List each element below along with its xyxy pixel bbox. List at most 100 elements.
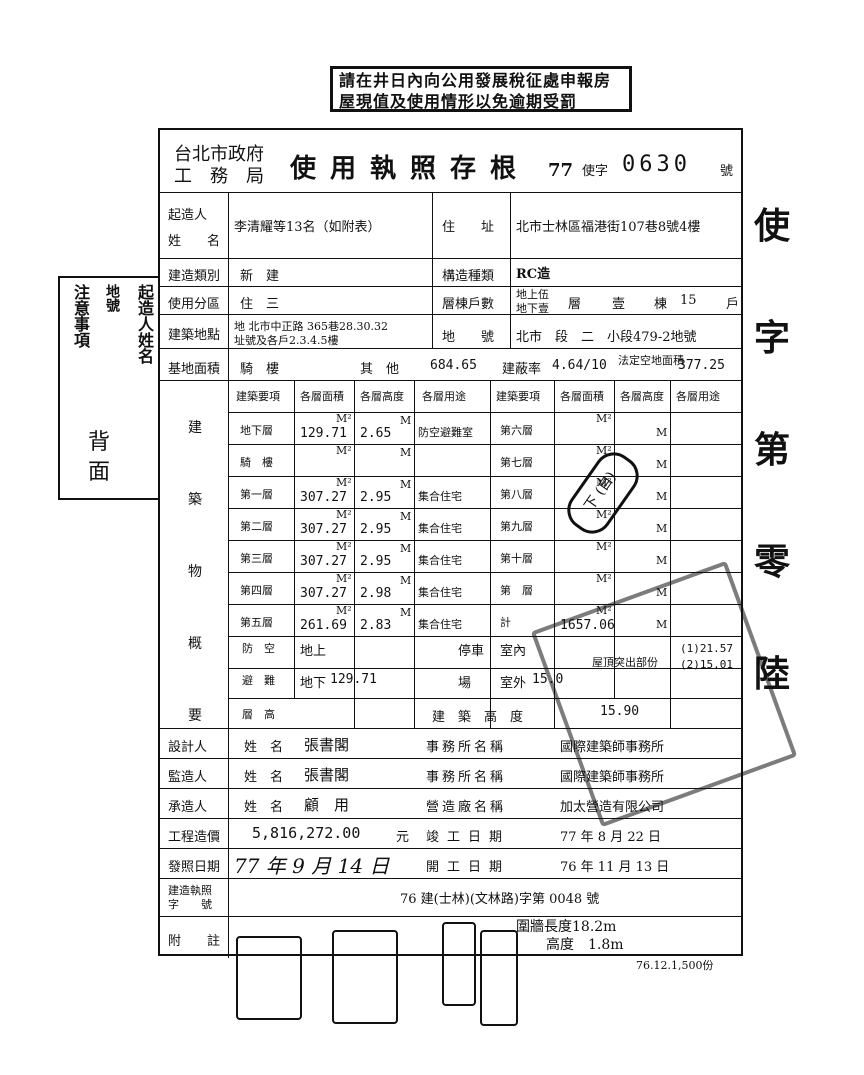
floor-area: 261.69: [300, 618, 347, 633]
coverage-label: 建蔽率: [502, 362, 542, 377]
contractor-office-label: 營造廠名稱: [426, 800, 507, 815]
supervisor-office: 國際建築師事務所: [560, 770, 665, 785]
zone-value: 住 三: [240, 297, 280, 312]
side-char: 建: [188, 420, 202, 436]
cost-label: 工程造價: [168, 830, 221, 845]
header-use-left: 各層用途: [422, 390, 466, 403]
building-height-label: 建 築 高 度: [432, 710, 524, 725]
designer-office: 國際建築師事務所: [560, 740, 665, 755]
unit-m2: M²: [596, 604, 612, 617]
unit-m2: M²: [336, 572, 352, 585]
supervisor-name-label: 姓 名: [244, 770, 284, 785]
unit-m: M: [400, 446, 412, 459]
unit-m: M: [656, 618, 668, 631]
building-summary-label: 建 築 物 概 要: [188, 392, 208, 752]
side-col-2: 地號: [104, 284, 120, 340]
lot-label: 地 號: [442, 330, 495, 345]
floors-count: 壹: [612, 297, 626, 312]
households: 15: [680, 293, 697, 308]
floors-below: 地下壹: [516, 302, 549, 315]
edge-char-1: 使: [754, 205, 791, 247]
legal-area-label: 法定空地面積: [618, 354, 684, 367]
back-label: 背面: [88, 430, 111, 485]
print-note: 76.12.1,500份: [636, 959, 714, 972]
supervisor-office-label: 事務所名稱: [426, 770, 507, 785]
floor-height: 2.98: [360, 586, 392, 601]
header-height-right: 各層高度: [620, 390, 664, 403]
parking-out-area: 15.0: [532, 672, 564, 687]
notice-stamp: 請在井日內向公用發展稅征處申報房 屋現值及使用情形以免逾期受罰: [330, 66, 632, 112]
unit-m2: M²: [336, 508, 352, 521]
unit-m: M: [400, 606, 412, 619]
parking-in-label: 室內: [500, 644, 527, 659]
eave-value-2: (2)15.01: [680, 658, 733, 671]
eave-value-1: (1)21.57: [680, 642, 733, 655]
notice-line-1: 請在井日內向公用發展稅征處申報房: [339, 71, 612, 90]
unit-m: M: [400, 542, 412, 555]
complete-date: 77 年 8 月 22 日: [560, 830, 662, 845]
edge-char-2: 字: [754, 317, 791, 359]
applicant-name: 李清耀等13名（如附表）: [234, 220, 381, 235]
unit-m2: M²: [336, 540, 352, 553]
shelter-below-label: 地下: [300, 676, 327, 691]
floor-height-label: 層 高: [242, 708, 275, 721]
unit-m: M: [656, 490, 668, 503]
cost-value: 5,816,272.00: [252, 824, 361, 842]
floor-area: 129.71: [300, 426, 347, 441]
lot-value: 北市 段 二 小段479-2地號: [516, 330, 697, 345]
stamp-box-1: [236, 936, 302, 1020]
form-title: 使用執照存根: [290, 154, 531, 184]
permit-year: 77: [548, 160, 574, 181]
designer-office-label: 事務所名稱: [426, 740, 507, 755]
base-area-label: 基地面積: [168, 362, 221, 377]
site-label: 建築地點: [168, 328, 221, 343]
edge-char-4: 零: [754, 541, 791, 583]
unit-m2: M²: [596, 476, 612, 489]
floor-name-right: 第 層: [500, 584, 533, 597]
header-height-left: 各層高度: [360, 390, 404, 403]
floor-name-right: 第七層: [500, 456, 533, 469]
issue-label: 發照日期: [168, 860, 221, 875]
floor-name: 第四層: [240, 584, 273, 597]
unit-m2: M²: [336, 412, 352, 425]
start-label: 開工日期: [426, 860, 511, 875]
unit-m: M: [400, 414, 412, 427]
floor-area-right: 1657.06: [560, 618, 615, 633]
stamp-box-3: [442, 922, 476, 1006]
floor-name: 第三層: [240, 552, 273, 565]
unit-m: M: [400, 510, 412, 523]
zone-label: 使用分區: [168, 297, 221, 312]
supervisor-role: 監造人: [168, 770, 208, 785]
contractor-name: 顧 用: [304, 796, 350, 814]
floor-use: 防空避難室: [418, 426, 473, 439]
unit-m2: M²: [596, 572, 612, 585]
floor-use: 集合住宅: [418, 522, 462, 535]
floor-name-right: 第十層: [500, 552, 533, 565]
other-label: 其 他: [360, 362, 400, 377]
header-use-right: 各層用途: [676, 390, 720, 403]
unit-m: M: [656, 586, 668, 599]
contractor-office: 加太營造有限公司: [560, 800, 665, 815]
shelter-above-label: 地上: [300, 644, 327, 659]
unit-m: M: [656, 522, 668, 535]
side-fold-box: 起造人姓名 地號 注意事項 背面: [58, 276, 160, 500]
side-col-1: 起造人姓名: [135, 284, 154, 364]
shelter-label-1: 防 空: [242, 642, 275, 655]
complete-label: 竣工日期: [426, 830, 511, 845]
eave-label: 屋頂突出部份: [592, 656, 658, 669]
unit-m2: M²: [336, 604, 352, 617]
site-line-1: 地 北市中正路 365巷28.30.32: [234, 320, 388, 333]
contractor-role: 承造人: [168, 800, 208, 815]
notes-label: 附 註: [168, 934, 221, 949]
header-area-right: 各層面積: [560, 390, 604, 403]
floor-area: 307.27: [300, 586, 347, 601]
permit-value: 76 建(士林)(文林路)字第 0048 號: [400, 892, 600, 907]
contractor-name-label: 姓 名: [244, 800, 284, 815]
unit-m: M: [400, 574, 412, 587]
edge-char-5: 陸: [754, 653, 791, 695]
wall-height: 高度 1.8m: [546, 937, 624, 953]
riding-label: 騎 樓: [240, 362, 280, 377]
unit-m2: M²: [336, 444, 352, 457]
floor-height: 2.83: [360, 618, 392, 633]
other-area: 684.65: [430, 358, 477, 373]
